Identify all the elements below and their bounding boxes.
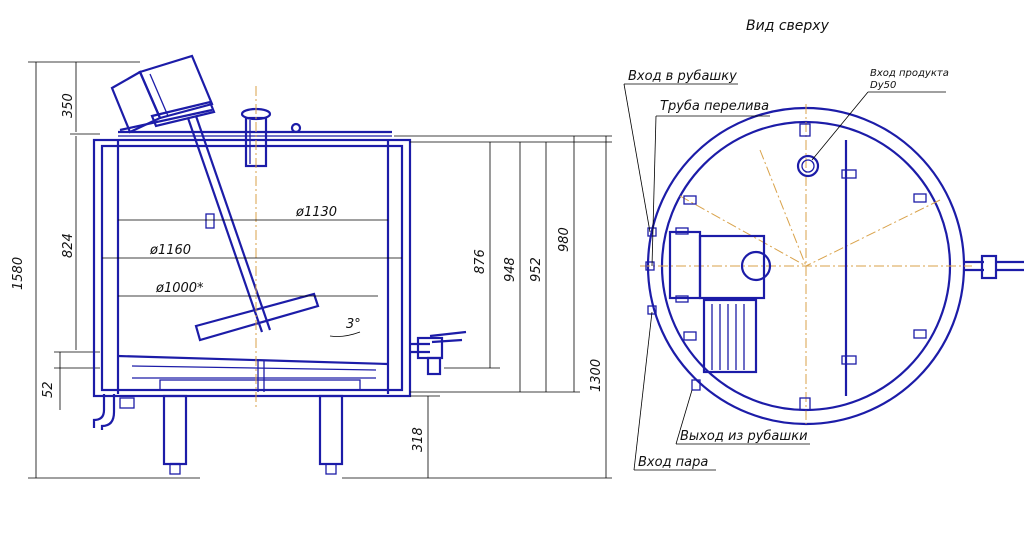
view-title: Вид сверху [746,18,830,34]
outlet-valve [410,330,467,376]
agitator-motor [110,54,216,134]
label-product-inlet-dn: Dy50 [870,80,896,91]
side-view: ø1130 ø1160 ø1000* 3° 350 824 1580 52 87… [11,54,612,479]
dim-angle: 3° [346,317,361,332]
label-jacket-outlet: Выход из рубашки [680,429,808,444]
dim-952: 952 [529,257,544,282]
dim-1000: ø1000* [155,281,204,296]
dim-52: 52 [41,381,56,398]
dim-350: 350 [61,93,76,118]
label-product-inlet: Вход продукта [870,68,949,79]
agitator-drive [668,227,772,374]
label-overflow-pipe: Труба перелива [660,99,769,114]
dim-1160: ø1160 [149,243,191,258]
dim-1300: 1300 [589,359,604,392]
dim-948: 948 [503,257,518,282]
tank-wall [100,144,404,392]
top-view: Вид сверху [623,18,1024,471]
side-outlet [964,254,1024,280]
dim-876: 876 [473,249,488,274]
agitator-shaft [186,115,320,342]
product-inlet-circle [796,154,820,178]
label-jacket-inlet: Вход в рубашку [628,69,737,84]
dim-1130: ø1130 [295,205,337,220]
mounting-lugs [645,123,927,411]
dim-824: 824 [61,233,76,258]
tank-jacket [92,138,412,398]
dim-1580: 1580 [11,257,26,290]
tank-legs [162,394,344,475]
dim-980: 980 [557,227,572,252]
label-steam-inlet: Вход пара [638,455,708,470]
dim-318: 318 [411,427,426,452]
